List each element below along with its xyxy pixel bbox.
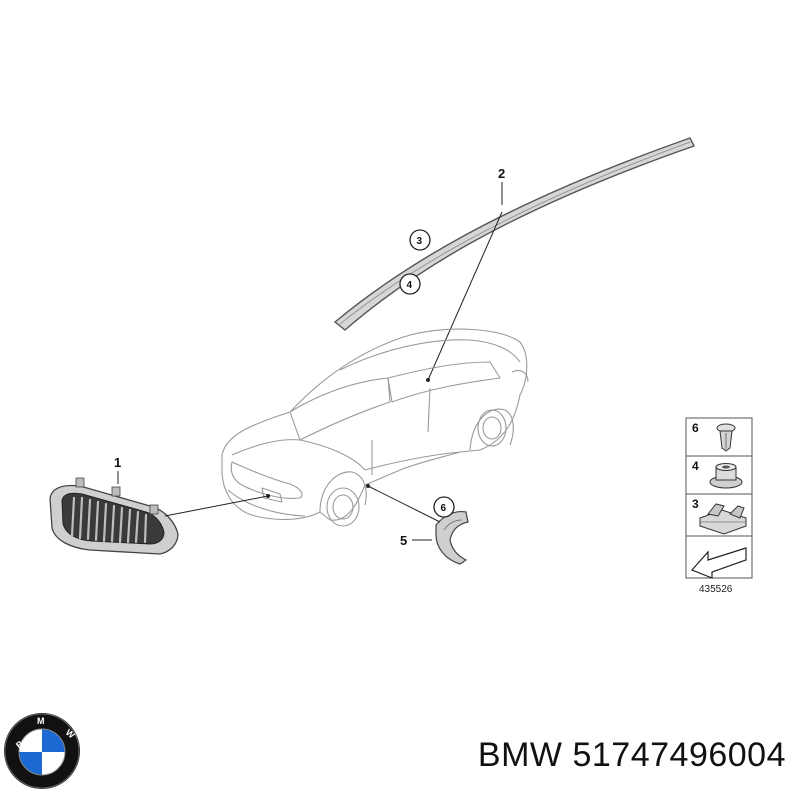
callout-4: 4 (399, 273, 421, 295)
diagram-reference-number: 435526 (699, 584, 733, 595)
front-grille (49, 477, 179, 555)
car-outline (221, 328, 529, 527)
caption-brand: BMW (477, 736, 563, 774)
callout-4-label: 4 (407, 280, 413, 291)
nut-icon (709, 463, 743, 489)
expanding-rivet-icon (716, 423, 736, 452)
callout-2-label: 2 (498, 166, 505, 181)
bracket-part (435, 510, 469, 565)
legend-4-number: 4 (692, 459, 699, 473)
callout-6-label: 6 (441, 503, 447, 514)
callout-5-label: 5 (400, 533, 407, 548)
legend-6-number: 6 (692, 421, 699, 435)
bmw-logo-icon: B M W (4, 713, 80, 789)
callout-3: 3 (409, 229, 431, 251)
svg-text:M: M (37, 716, 45, 726)
callout-1-label: 1 (114, 455, 121, 470)
callout-5-dot (366, 484, 370, 488)
svg-text:B: B (14, 738, 26, 750)
parts-legend: 6 4 3 (685, 417, 753, 579)
callout-2-leader (427, 211, 503, 381)
grille-leader (164, 495, 269, 517)
grille-leader-dot (266, 494, 270, 498)
callout-5-leader-car (367, 485, 441, 523)
callout-6: 6 (433, 496, 455, 518)
caption-part-number: 51747496004 (572, 736, 786, 774)
clip-icon (699, 503, 747, 535)
legend-3-number: 3 (692, 497, 699, 511)
callout-3-label: 3 (417, 236, 423, 247)
arrow-icon (690, 547, 747, 579)
roof-trim-strip (333, 137, 695, 331)
callout-2-dot (426, 378, 430, 382)
